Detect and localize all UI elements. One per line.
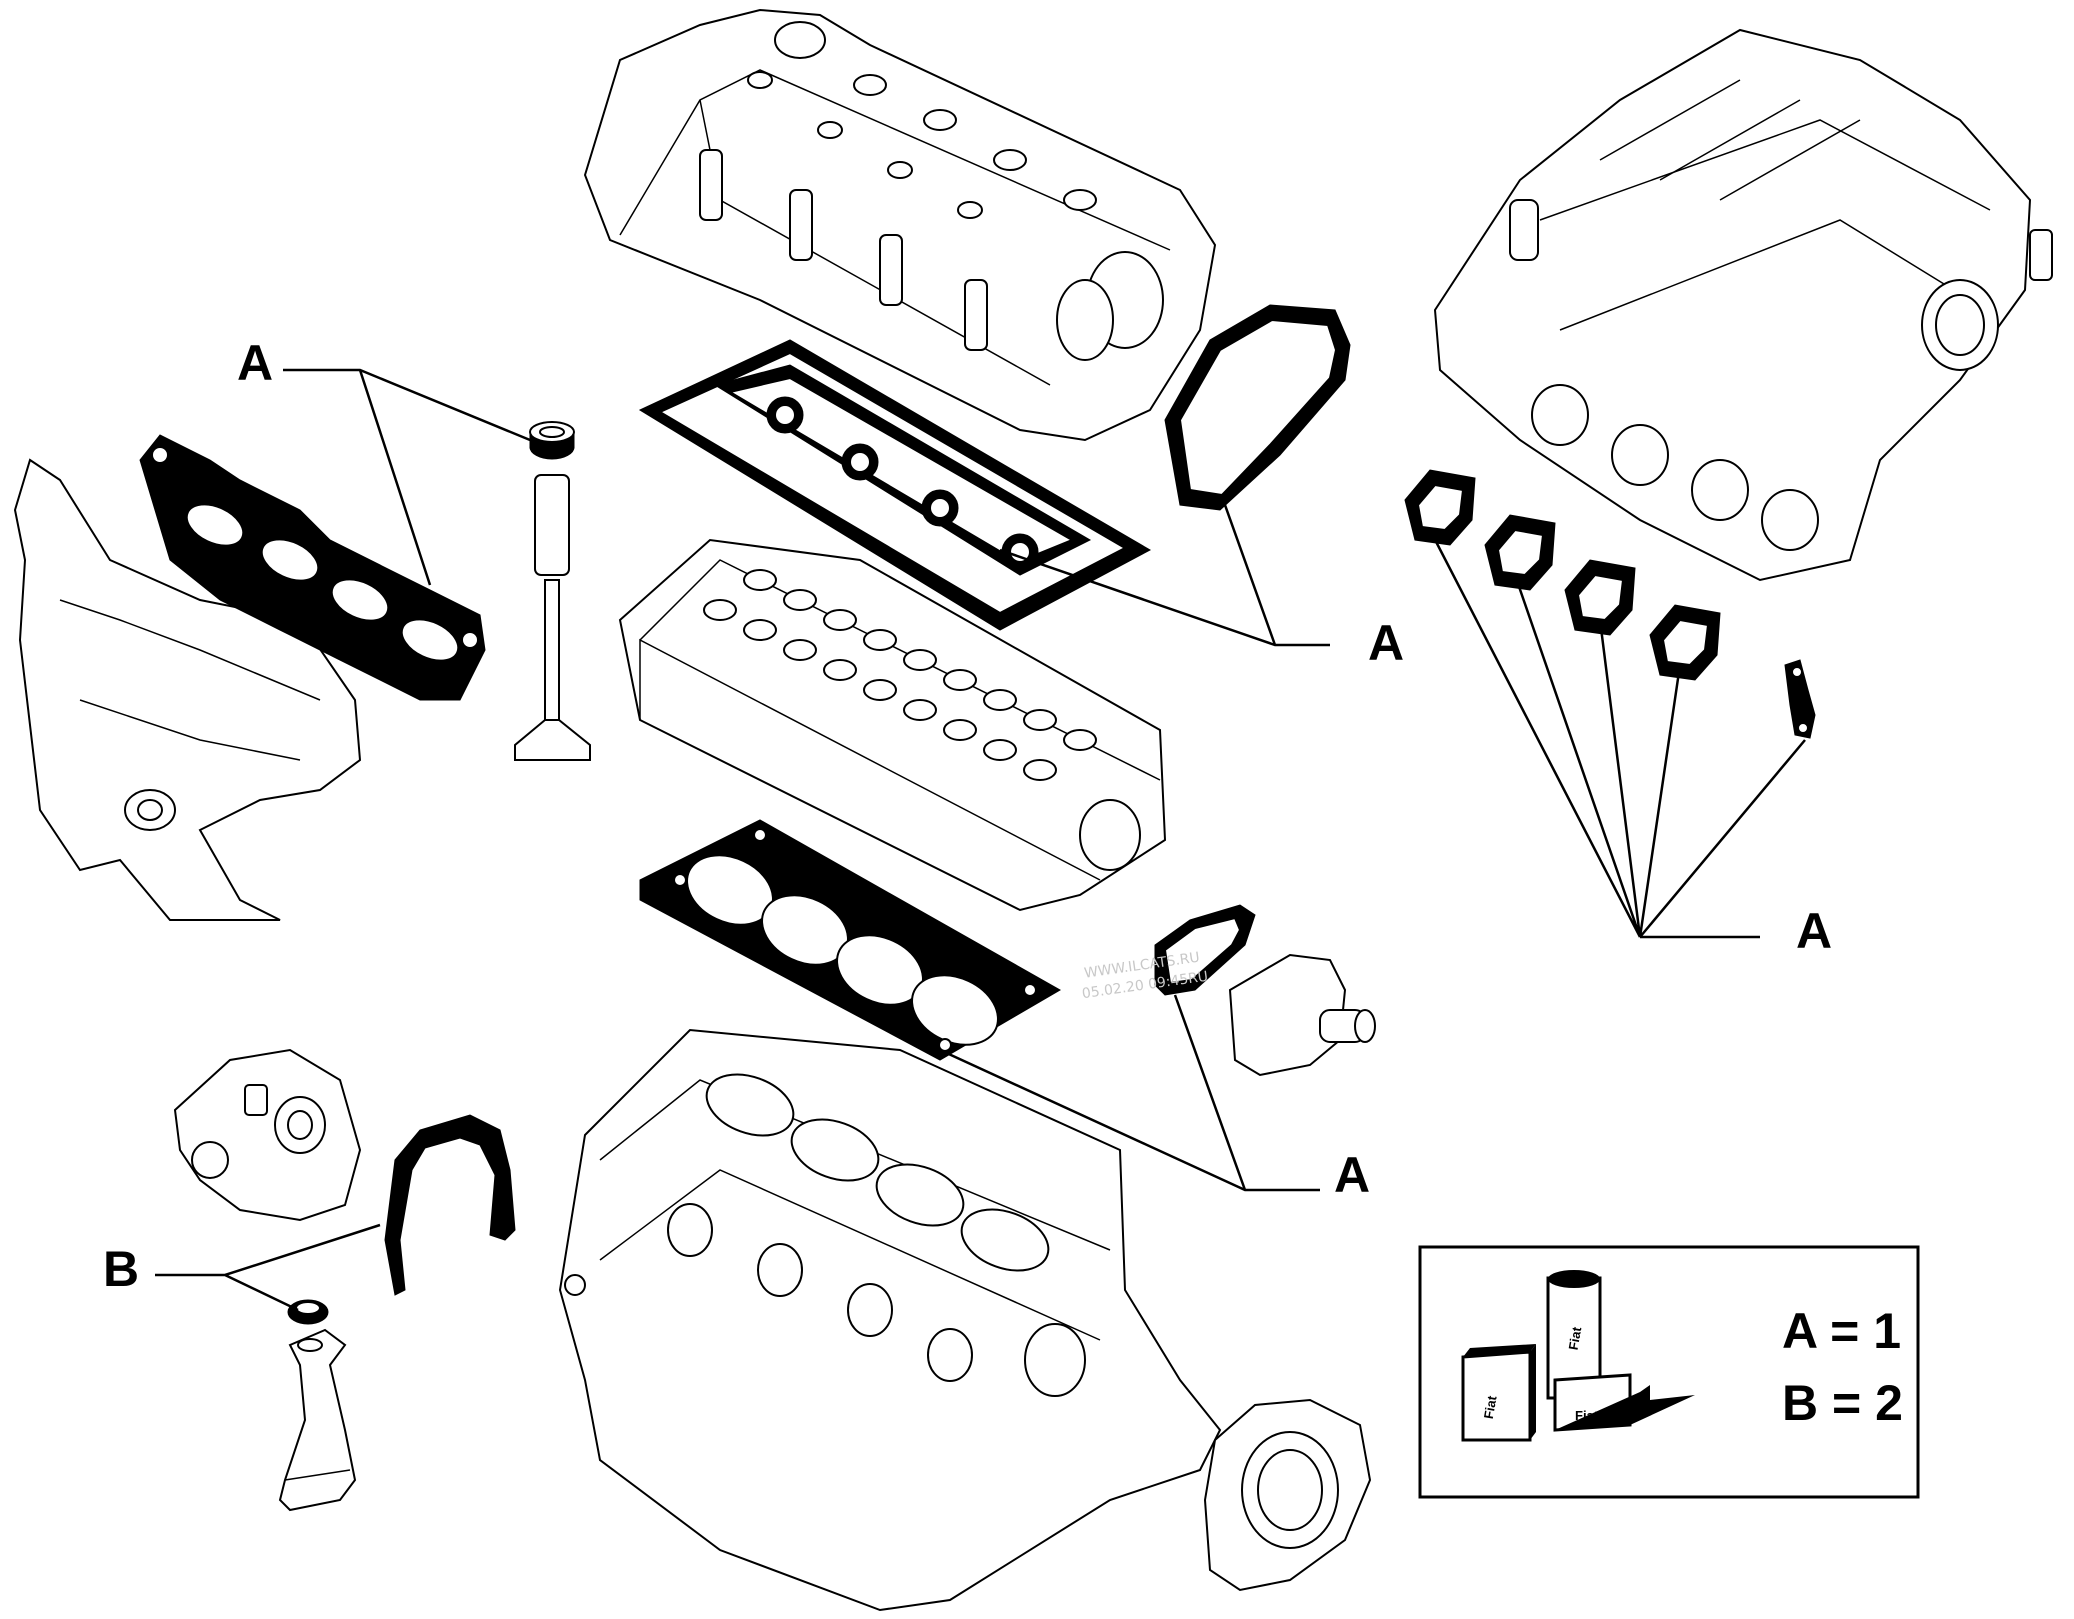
front-cover-gasket <box>384 1114 516 1296</box>
head-gasket <box>639 819 1062 1061</box>
thermostat-gasket <box>1154 904 1256 996</box>
valve-stem-seal <box>529 421 575 460</box>
callout-a-intake: A <box>1796 903 1832 959</box>
oil-pickup-seal <box>287 1299 329 1325</box>
timing-cover-gasket <box>1164 304 1351 511</box>
thermostat-housing <box>1228 953 1376 1077</box>
engine-block <box>558 1028 1222 1612</box>
rear-main-seal <box>1203 1398 1372 1592</box>
package-label-1: Fiat <box>1481 1394 1500 1420</box>
exhaust-manifold-gasket <box>139 434 486 701</box>
exhaust-manifold <box>13 458 362 921</box>
leader-a-manifold <box>283 368 531 586</box>
package-label-3: Fiat <box>1575 1408 1599 1423</box>
small-sensor-gasket <box>1784 659 1816 739</box>
callout-b-lower: B <box>103 1241 139 1297</box>
valve-cover <box>583 8 1217 442</box>
callout-a-head: A <box>1334 1147 1370 1203</box>
callout-a-cover: A <box>1368 615 1404 671</box>
leader-lines <box>155 368 1806 1312</box>
valve-springs <box>703 569 1097 781</box>
intake-port-gasket-2 <box>1484 514 1556 591</box>
leader-a-intake <box>1428 529 1806 939</box>
oil-pickup <box>278 1328 357 1512</box>
intake-port-gasket-4 <box>1649 604 1721 681</box>
package-label-2: Fiat <box>1566 1325 1585 1351</box>
intake-port-gasket-1 <box>1404 469 1476 546</box>
legend-line-b: B = 2 <box>1782 1375 1903 1431</box>
intake-port-gasket-3 <box>1564 559 1636 636</box>
leader-a-cover <box>999 504 1330 647</box>
leader-b-lower <box>155 1223 381 1312</box>
callout-a-manifold: A <box>237 335 273 391</box>
legend-line-a: A = 1 <box>1782 1303 1901 1359</box>
leader-a-head <box>939 994 1320 1192</box>
legend-box: Fiat Fiat Fiat A = 1 B = 2 <box>1418 1245 1920 1499</box>
intake-port-gaskets <box>1404 469 1816 739</box>
intake-manifold <box>1433 28 2053 582</box>
watermark: WWW.ILCATS.RU 05.02.20 09:45RU <box>1081 950 1209 1003</box>
oil-pump <box>173 1048 362 1222</box>
parts-package-icon: Fiat Fiat Fiat <box>1461 1270 1695 1442</box>
cylinder-head <box>618 538 1167 912</box>
valve <box>514 474 591 761</box>
